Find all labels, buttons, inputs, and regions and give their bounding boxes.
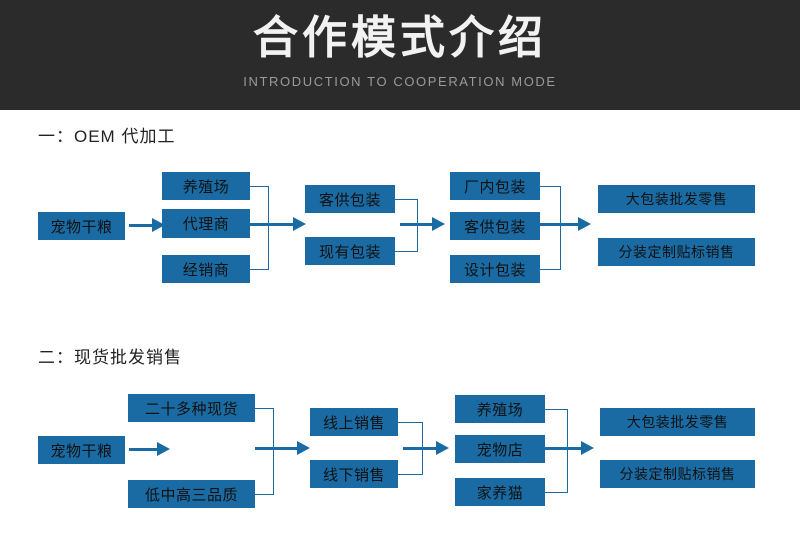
arrow-head-s2-c4-c5: [581, 441, 594, 455]
section-1-channel-box-3[interactable]: 经销商: [162, 255, 250, 283]
connector-s2-c3-bottom: [398, 474, 422, 475]
section-2-sales-box-2[interactable]: 分装定制贴标销售: [600, 460, 755, 488]
section-2-customer-box-2[interactable]: 宠物店: [455, 435, 545, 463]
connector-s1-c4-top: [540, 186, 560, 187]
arrow-head-s1-c2-c3: [293, 217, 306, 231]
connector-s2-c2-bottom: [255, 494, 273, 495]
connector-s1-c2-bottom: [250, 269, 268, 270]
arrow-shaft-s1-c1-c2: [129, 224, 155, 227]
connector-s1-c3-bottom: [395, 251, 417, 252]
connector-s2-c3-top: [398, 422, 422, 423]
arrow-head-s1-c1-c2: [152, 218, 165, 232]
page-banner: 合作模式介绍 INTRODUCTION TO COOPERATION MODE: [0, 0, 800, 110]
section-1-packaging-source-box-2[interactable]: 现有包装: [305, 237, 395, 265]
connector-s1-c2-top: [250, 186, 268, 187]
section-1-packaging-type-box-2[interactable]: 客供包装: [450, 212, 540, 240]
connector-s1-c3-top: [395, 199, 417, 200]
section-2-customer-box-3[interactable]: 家养猫: [455, 478, 545, 506]
page-title: 合作模式介绍: [252, 12, 547, 63]
connector-s2-c4-spine: [567, 409, 568, 493]
section-1-heading: 一：OEM 代加工: [38, 127, 176, 146]
arrow-head-s1-c3-c4: [432, 217, 445, 231]
arrow-shaft-s2-c4-c5: [545, 447, 587, 450]
arrow-shaft-s2-c2-c3: [255, 447, 303, 450]
arrow-shaft-s2-c3-c4: [403, 447, 441, 450]
connector-s2-c4-bottom: [545, 492, 567, 493]
section-1-sales-box-2[interactable]: 分装定制贴标销售: [598, 238, 755, 266]
section-1-packaging-type-box-1[interactable]: 厂内包装: [450, 172, 540, 200]
arrow-shaft-s2-c1-c2: [129, 448, 161, 451]
arrow-shaft-s1-c2-c3: [250, 223, 300, 226]
section-1-packaging-type-box-3[interactable]: 设计包装: [450, 255, 540, 283]
section-2-sales-box-1[interactable]: 大包装批发零售: [600, 408, 755, 436]
section-2-channel-box-1[interactable]: 线上销售: [310, 408, 398, 436]
section-1-channel-box-2[interactable]: 代理商: [162, 209, 250, 238]
connector-s1-c4-spine: [560, 186, 561, 270]
section-1-channel-box-1[interactable]: 养殖场: [162, 172, 250, 200]
section-1-source-box[interactable]: 宠物干粮: [38, 212, 125, 240]
section-2-customer-box-1[interactable]: 养殖场: [455, 395, 545, 423]
section-2-source-box[interactable]: 宠物干粮: [38, 436, 125, 464]
arrow-head-s2-c2-c3: [297, 441, 310, 455]
arrow-head-s1-c4-c5: [578, 217, 591, 231]
section-2-stock-box-1[interactable]: 二十多种现货: [128, 394, 255, 422]
section-2-stock-box-2[interactable]: 低中高三品质: [128, 480, 255, 508]
page-subtitle: INTRODUCTION TO COOPERATION MODE: [243, 74, 557, 89]
section-2-heading: 二：现货批发销售: [38, 348, 182, 367]
section-1-packaging-source-box-1[interactable]: 客供包装: [305, 185, 395, 213]
connector-s2-c4-top: [545, 409, 567, 410]
section-1-sales-box-1[interactable]: 大包装批发零售: [598, 185, 755, 213]
connector-s1-c2-spine: [268, 186, 269, 270]
arrow-head-s2-c1-c2: [157, 442, 170, 456]
connector-s2-c2-spine: [273, 408, 274, 495]
connector-s2-c2-top: [255, 408, 273, 409]
section-2-channel-box-2[interactable]: 线下销售: [310, 460, 398, 488]
connector-s1-c4-bottom: [540, 269, 560, 270]
arrow-head-s2-c3-c4: [436, 441, 449, 455]
arrow-shaft-s1-c4-c5: [540, 223, 584, 226]
arrow-shaft-s1-c3-c4: [400, 223, 438, 226]
